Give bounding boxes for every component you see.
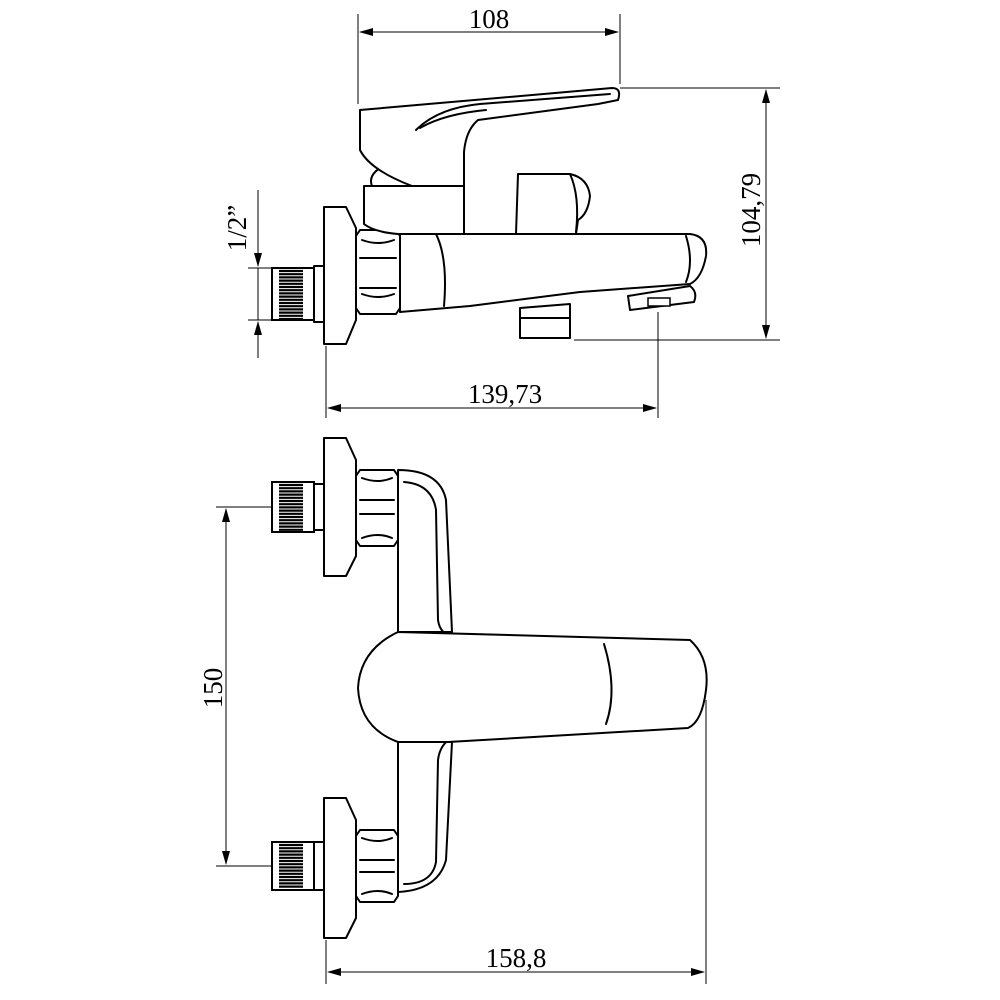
dim-overall-width-label: 158,8 — [486, 943, 547, 973]
dim-thread-label: 1/2” — [222, 205, 252, 252]
front-bottom-flange — [323, 797, 357, 939]
front-view — [271, 437, 708, 939]
side-wall-flange — [323, 206, 357, 345]
front-body — [397, 469, 453, 633]
dim-height-label: 104,79 — [736, 173, 766, 247]
dimension-lines — [216, 14, 780, 984]
front-top-flange — [323, 437, 357, 577]
side-inlet-body — [313, 265, 325, 323]
front-bottom-thread — [271, 841, 315, 891]
side-aerator — [519, 303, 571, 339]
side-hex-nut — [355, 229, 401, 315]
side-valve-column — [363, 185, 465, 235]
dim-projection-label: 139,73 — [468, 379, 542, 409]
side-spout-body — [399, 229, 708, 313]
dim-top-width-label: 108 — [469, 4, 510, 34]
dim-centers-label: 150 — [198, 668, 228, 709]
dimension-labels: 108 104,79 1/2” 139,73 150 158,8 — [198, 4, 766, 973]
side-view — [271, 87, 708, 345]
front-bottom-hex-nut — [355, 829, 399, 903]
side-diverter-knob — [515, 173, 591, 235]
front-top-hex-nut — [355, 469, 399, 547]
side-handle-lever — [359, 87, 621, 187]
front-handle-lever — [357, 631, 708, 743]
side-thread — [271, 267, 315, 321]
front-top-thread — [271, 481, 315, 533]
